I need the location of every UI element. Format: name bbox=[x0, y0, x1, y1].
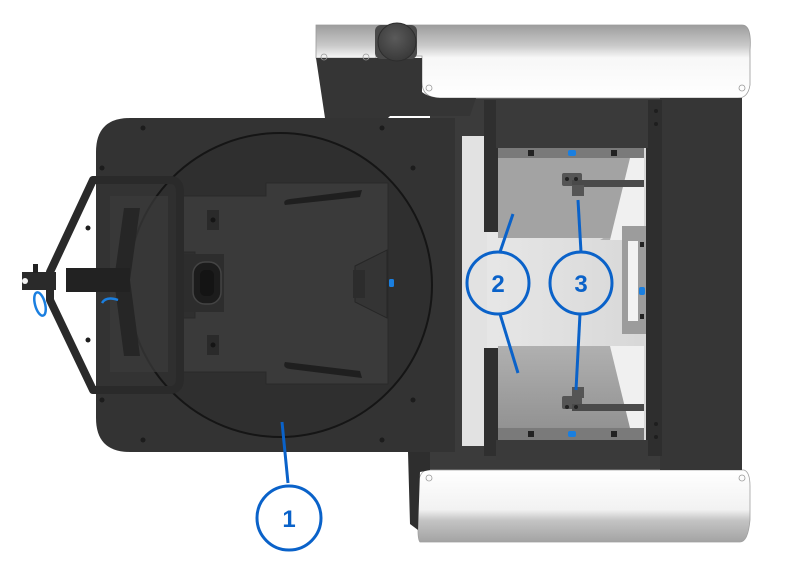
callout-3-label: 3 bbox=[574, 271, 587, 298]
top-drawer-blue-stud bbox=[568, 150, 576, 156]
hitch-coupler-hole bbox=[22, 278, 28, 284]
bottom-drawer[interactable] bbox=[498, 346, 644, 440]
callout-2-label: 2 bbox=[491, 271, 504, 298]
wedge-block bbox=[353, 270, 365, 298]
turntable-blue-indicator bbox=[389, 279, 394, 287]
top-drawer-housing bbox=[496, 100, 648, 148]
callout-1 bbox=[255, 421, 323, 552]
hitch-drawbar bbox=[66, 268, 130, 292]
top-mount-plate bbox=[316, 58, 476, 118]
callout-1-label: 1 bbox=[282, 506, 295, 533]
cabinet-unit bbox=[315, 22, 751, 543]
right-inner-post bbox=[646, 100, 662, 456]
bottom-guide-rail bbox=[562, 387, 644, 411]
top-guide-rail bbox=[562, 173, 644, 196]
top-drawer-floor bbox=[498, 158, 630, 238]
base-screws bbox=[99, 125, 416, 443]
left-inner-post-lower bbox=[484, 348, 498, 456]
frame-screws bbox=[654, 109, 658, 439]
hitch-bolts bbox=[85, 225, 91, 343]
bottom-silver-rail bbox=[417, 469, 751, 543]
hitch-pin bbox=[33, 264, 38, 273]
screws-top-rail bbox=[320, 53, 746, 92]
center-panel-fasteners bbox=[639, 242, 645, 319]
hitch-frame bbox=[46, 176, 184, 394]
top-silver-rail bbox=[315, 24, 751, 99]
bottom-drawer-housing bbox=[496, 440, 648, 460]
bay-shadow-left bbox=[462, 136, 487, 446]
retaining-clip-loop bbox=[100, 297, 119, 304]
callout-2 bbox=[465, 213, 531, 374]
bottom-drawer-studs bbox=[528, 431, 617, 437]
center-back-window bbox=[628, 241, 638, 321]
callouts bbox=[255, 199, 614, 552]
left-inner-post bbox=[484, 100, 498, 232]
hitch-coupler[interactable] bbox=[22, 272, 56, 290]
adjustment-knob[interactable] bbox=[377, 22, 417, 62]
top-drawer-slant bbox=[610, 158, 644, 240]
callout-3 bbox=[548, 199, 614, 391]
center-blue-stud bbox=[639, 287, 645, 295]
bottom-mount-plate bbox=[408, 452, 430, 530]
bottom-drawer-blue-stud bbox=[568, 431, 576, 437]
top-drawer-studs bbox=[528, 150, 617, 156]
handle-recess-inner bbox=[200, 270, 214, 296]
clamp-blocks bbox=[207, 210, 219, 355]
carriage-slots bbox=[284, 190, 362, 378]
turntable-unit bbox=[22, 118, 455, 452]
screws-bottom-rail bbox=[425, 474, 746, 482]
safety-pin-loop[interactable] bbox=[32, 291, 48, 317]
right-frame bbox=[660, 98, 742, 470]
